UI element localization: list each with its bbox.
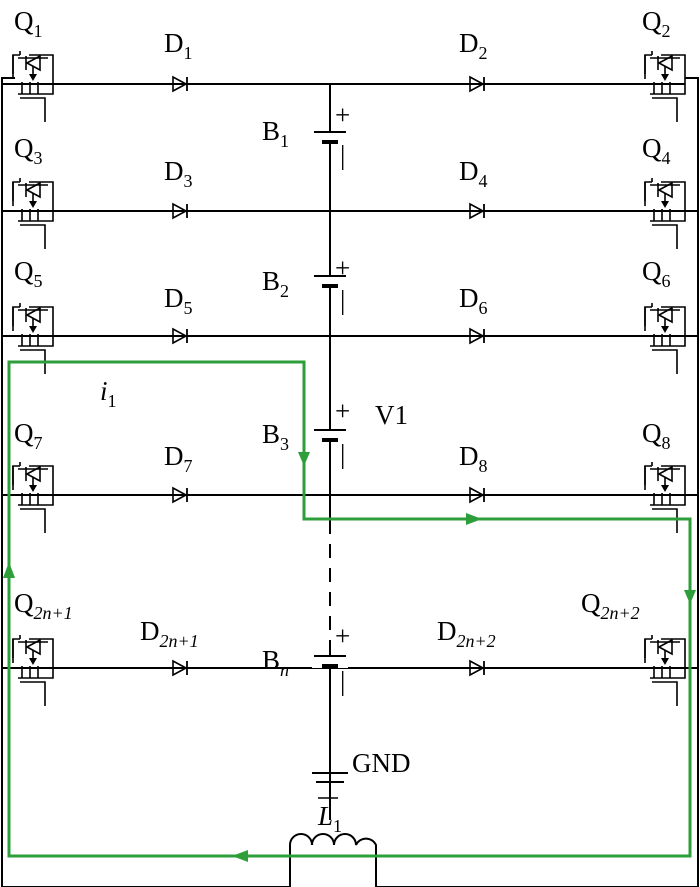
- transistor-q1: [12, 50, 54, 123]
- label-d2: D2: [459, 28, 488, 63]
- plus-sign-b3: +: [335, 396, 350, 426]
- label-bn: Bn: [262, 645, 289, 680]
- label-q2n1: Q2n+1: [14, 588, 73, 623]
- arrow-left: [232, 850, 248, 862]
- transistor-q2n1: [12, 634, 54, 707]
- label-d2n1: D2n+1: [140, 616, 199, 651]
- label-d3: D3: [164, 156, 193, 191]
- transistor-q3: [12, 177, 54, 250]
- inductor-l1: [2, 782, 698, 887]
- arrow-down-2: [684, 590, 696, 604]
- minus-sign-b3: |: [340, 439, 345, 469]
- label-b3: B3: [262, 419, 289, 454]
- label-v1: V1: [375, 400, 408, 430]
- label-d6: D6: [459, 283, 488, 318]
- label-q3: Q3: [14, 133, 43, 168]
- battery-b2: [312, 274, 348, 288]
- label-b2: B2: [262, 266, 289, 301]
- label-d4: D4: [459, 156, 488, 191]
- label-q2n2: Q2n+2: [581, 588, 640, 623]
- transistor-q4: [644, 177, 686, 250]
- label-gnd: GND: [352, 748, 411, 778]
- label-q2: Q2: [642, 6, 671, 41]
- minus-sign-b1: |: [340, 140, 345, 170]
- label-d1: D1: [164, 28, 193, 63]
- label-l1: L1: [317, 801, 342, 836]
- label-d2n2: D2n+2: [437, 616, 496, 651]
- arrow-down-1: [298, 452, 310, 466]
- transistor-q8: [644, 461, 686, 534]
- arrow-right: [466, 513, 482, 525]
- arrow-up: [3, 562, 15, 578]
- label-q1: Q1: [14, 6, 43, 41]
- battery-bn: [312, 654, 348, 668]
- right-rail: [685, 77, 699, 887]
- minus-sign-b2: |: [340, 285, 345, 315]
- plus-sign-b2: +: [335, 253, 350, 283]
- label-current-i1: i1: [100, 376, 117, 411]
- label-d7: D7: [164, 441, 193, 476]
- left-rail: [1, 77, 15, 887]
- battery-b3: [312, 428, 348, 442]
- label-q4: Q4: [642, 133, 671, 168]
- label-d5: D5: [164, 283, 193, 318]
- label-q8: Q8: [642, 418, 671, 453]
- label-q6: Q6: [642, 256, 671, 291]
- label-b1: B1: [262, 116, 289, 151]
- transistor-q7: [12, 461, 54, 534]
- label-d8: D8: [459, 441, 488, 476]
- transistor-q6: [644, 302, 686, 375]
- label-q5: Q5: [14, 256, 43, 291]
- label-q7: Q7: [14, 418, 43, 453]
- plus-sign-b1: +: [335, 100, 350, 130]
- battery-b1: [312, 130, 348, 144]
- plus-sign-bn: +: [335, 621, 350, 651]
- transistor-q2: [644, 50, 686, 123]
- transistor-q2n2: [644, 634, 686, 707]
- minus-sign-bn: |: [340, 666, 345, 696]
- current-path: [3, 360, 696, 862]
